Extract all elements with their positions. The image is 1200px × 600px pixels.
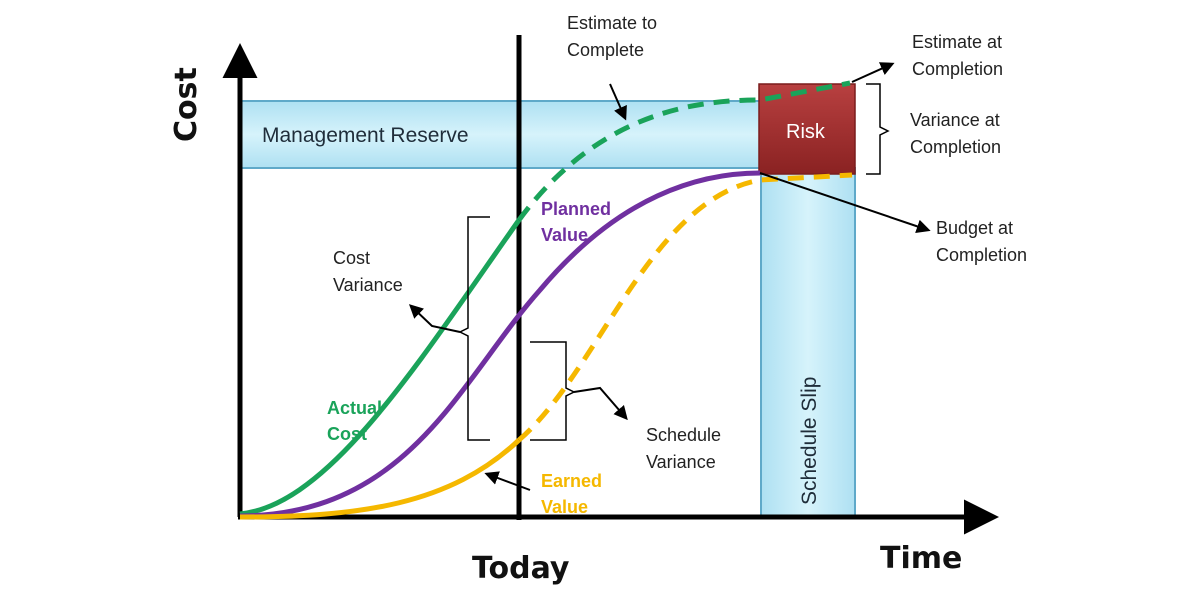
estimate-at-completion-arrow	[851, 62, 895, 83]
estimate-at-completion-label: Estimate at Completion	[912, 32, 1007, 79]
x-axis-title: Time	[880, 541, 962, 576]
earned-value-label: Earned Value	[541, 471, 607, 517]
actual-cost-label: Actual Cost	[327, 398, 387, 444]
y-axis-title: Cost	[169, 67, 204, 142]
today-label: Today	[472, 551, 570, 586]
cost-variance-arrow	[408, 304, 461, 333]
schedule-variance-bracket	[530, 341, 576, 441]
earned-value-forecast-curve	[517, 172, 853, 442]
planned-value-curve	[239, 170, 761, 519]
estimate-to-complete-arrow	[609, 83, 627, 121]
cost-variance-bracket	[458, 216, 490, 441]
budget-at-completion-arrow	[759, 172, 931, 234]
estimate-to-complete-curve	[516, 80, 851, 222]
management-reserve-band	[239, 100, 766, 169]
earned-value-curve	[239, 438, 521, 520]
risk-label: Risk	[786, 121, 826, 143]
variance-at-completion-label: Variance at Completion	[910, 110, 1005, 157]
variance-at-completion-bracket	[866, 83, 890, 175]
management-reserve-label: Management Reserve	[262, 124, 469, 147]
planned-value-label: Planned Value	[541, 199, 616, 245]
earned-value-arrow	[484, 471, 531, 491]
estimate-to-complete-label: Estimate to Complete	[567, 13, 662, 60]
schedule-variance-arrow	[573, 386, 628, 421]
cost-variance-label: Cost Variance	[333, 248, 403, 295]
schedule-slip-band	[760, 167, 856, 517]
schedule-slip-label: Schedule Slip	[798, 377, 821, 505]
actual-cost-curve	[239, 218, 522, 517]
schedule-variance-label: Schedule Variance	[646, 425, 726, 472]
budget-at-completion-label: Budget at Completion	[936, 218, 1027, 265]
